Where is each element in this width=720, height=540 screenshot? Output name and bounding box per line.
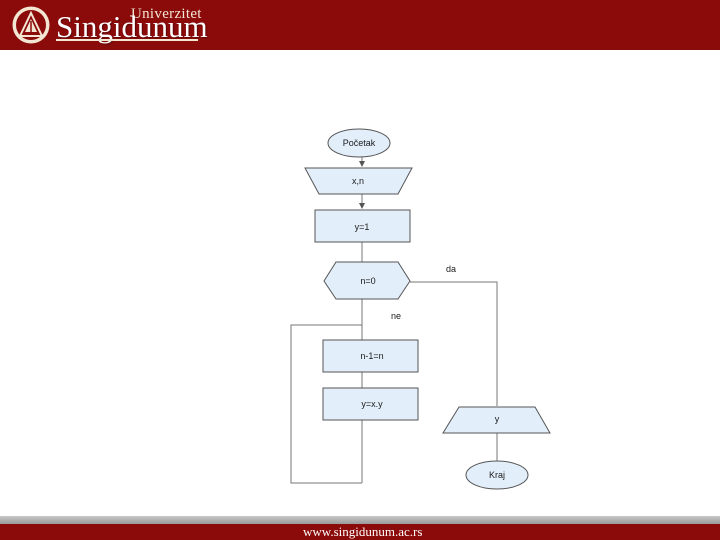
footer-url[interactable]: www.singidunum.ac.rs	[303, 524, 423, 539]
input-node: x,n	[304, 167, 413, 195]
start-terminal: Početak	[327, 128, 391, 158]
decrement-label: n-1=n	[360, 351, 383, 361]
yes-branch-label: da	[446, 264, 456, 274]
university-label: Univerzitet	[131, 6, 202, 22]
multiply-process: y=x.y	[322, 387, 419, 421]
input-label: x,n	[352, 176, 364, 186]
logo-underline	[56, 39, 198, 41]
condition-label: n=0	[360, 276, 375, 286]
end-terminal: Kraj	[465, 460, 529, 490]
start-label: Početak	[343, 138, 376, 148]
university-emblem-icon	[12, 6, 50, 44]
init-label: y=1	[355, 222, 370, 232]
output-node: y	[442, 406, 551, 434]
flowchart-connectors	[290, 157, 498, 484]
output-label: y	[495, 414, 500, 424]
condition-decision: n=0	[323, 261, 411, 300]
university-name: Singidunum	[56, 9, 208, 44]
decrement-process: n-1=n	[322, 339, 419, 373]
header-bar: Univerzitet Singidunum	[0, 0, 720, 50]
multiply-label: y=x.y	[361, 399, 383, 409]
init-process: y=1	[314, 209, 411, 243]
footer-bar: www.singidunum.ac.rs	[0, 524, 720, 540]
no-branch-label: ne	[391, 311, 401, 321]
footer-divider	[0, 516, 720, 524]
end-label: Kraj	[489, 470, 505, 480]
